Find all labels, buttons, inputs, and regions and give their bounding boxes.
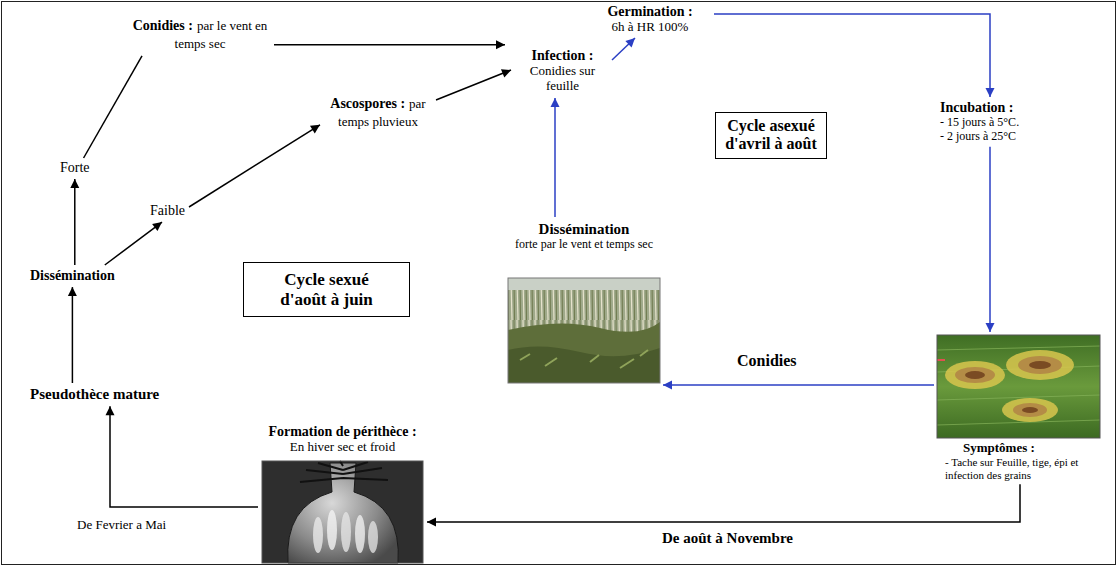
arrow-head bbox=[496, 40, 505, 49]
cycle-connector bbox=[714, 14, 995, 97]
cycle-connector bbox=[551, 98, 560, 217]
connector-line bbox=[274, 44, 505, 46]
stage-caption: Formation de périthèce :En hiver sec et … bbox=[242, 424, 443, 455]
cycle-connector bbox=[106, 406, 259, 507]
node-text: - 15 jours à 5°C. bbox=[940, 116, 1070, 130]
connector-line bbox=[612, 38, 635, 60]
cycle-connector bbox=[70, 179, 79, 265]
node-text: Forte bbox=[60, 160, 90, 176]
node-text: Conidies sur feuille bbox=[515, 64, 610, 94]
connector-line bbox=[427, 484, 1020, 522]
cycle-box: Cycle sexué d'août à juin bbox=[243, 262, 410, 317]
cycle-connector bbox=[68, 287, 77, 383]
edge-label: Conidies bbox=[735, 352, 799, 370]
arrow-head bbox=[68, 287, 77, 296]
node-text: Faible bbox=[150, 203, 185, 219]
node-heading: Symptômes : bbox=[945, 441, 1097, 456]
stage-caption: Disséminationforte par le vent et temps … bbox=[488, 221, 680, 252]
node-heading: Dissémination bbox=[30, 268, 115, 284]
connector-line bbox=[72, 287, 74, 383]
arrow-head bbox=[625, 38, 635, 47]
connector-line bbox=[663, 384, 934, 386]
node-text: forte par le vent et temps sec bbox=[488, 238, 680, 252]
stage-caption: Symptômes :- Tache sur Feuille, tige, ép… bbox=[945, 441, 1097, 481]
connector-line bbox=[714, 14, 990, 97]
edge-label: De Fevrier a Mai bbox=[75, 518, 168, 533]
field-photo bbox=[508, 278, 660, 383]
cycle-connector bbox=[986, 147, 995, 332]
arrow-head bbox=[427, 518, 436, 527]
node-heading: Infection : bbox=[515, 48, 610, 64]
cycle-connector bbox=[612, 38, 635, 60]
stage-label: Germination :6h à HR 100% bbox=[590, 4, 710, 35]
stage-label: Infection :Conidies sur feuille bbox=[515, 48, 610, 94]
dispersal-note: Ascospores :par temps pluvieux bbox=[322, 94, 434, 131]
connector-line bbox=[189, 125, 320, 207]
connector-line bbox=[989, 147, 991, 332]
intensity-label: Forte bbox=[60, 160, 90, 176]
arrow-head bbox=[152, 222, 162, 231]
cycle-connector bbox=[274, 40, 505, 49]
photo-stage: Disséminationforte par le vent et temps … bbox=[508, 278, 660, 383]
node-heading: Dissémination bbox=[488, 221, 680, 238]
perithecium-photo bbox=[262, 461, 423, 563]
node-heading: Ascospores : bbox=[330, 96, 405, 111]
arrow-head bbox=[551, 98, 560, 107]
cycle-connector bbox=[84, 56, 142, 158]
node-heading: Cycle asexué d'avril à août bbox=[720, 117, 822, 154]
arrow-head bbox=[501, 69, 511, 77]
leaf-lesion-photo bbox=[937, 335, 1100, 438]
node-text: - Tache sur Feuille, tige, épi et infect… bbox=[945, 456, 1097, 481]
cycle-connector bbox=[427, 484, 1020, 526]
cycle-connector bbox=[436, 69, 511, 100]
arrow-head bbox=[663, 381, 672, 390]
connector-line bbox=[74, 179, 76, 265]
connector-line bbox=[436, 70, 511, 100]
arrow-head bbox=[986, 88, 995, 97]
connector-line bbox=[105, 222, 162, 265]
node-heading: Incubation : bbox=[940, 100, 1070, 116]
node-text: 6h à HR 100% bbox=[590, 20, 710, 35]
arrow-head bbox=[310, 125, 320, 134]
stage-label: Pseudothèce mature bbox=[30, 386, 159, 403]
connector-line bbox=[554, 98, 556, 217]
intensity-label: Faible bbox=[150, 203, 185, 219]
connector-line bbox=[110, 406, 258, 507]
node-text: - 2 jours à 25°C bbox=[940, 130, 1070, 144]
node-text: En hiver sec et froid bbox=[242, 440, 443, 455]
cycle-box: Cycle asexué d'avril à août bbox=[715, 112, 827, 159]
dispersal-note: Conidies :par le vent en temps sec bbox=[130, 16, 270, 53]
cycle-connector bbox=[663, 381, 934, 390]
stage-label: Dissémination bbox=[30, 268, 115, 284]
node-heading: Conidies : bbox=[133, 18, 193, 33]
arrow-head bbox=[986, 323, 995, 332]
node-heading: Pseudothèce mature bbox=[30, 386, 159, 403]
stage-label: Incubation :- 15 jours à 5°C.- 2 jours à… bbox=[940, 100, 1070, 144]
node-heading: Cycle sexué d'août à juin bbox=[264, 270, 389, 309]
edge-label: De août à Novembre bbox=[660, 530, 795, 547]
photo-stage: Formation de périthèce :En hiver sec et … bbox=[262, 461, 423, 563]
node-heading: Formation de périthèce : bbox=[242, 424, 443, 440]
cycle-connector bbox=[105, 222, 162, 265]
cycle-connector bbox=[189, 125, 320, 207]
arrow-head bbox=[70, 179, 79, 188]
arrow-head bbox=[106, 406, 115, 415]
connector-line bbox=[84, 56, 142, 158]
photo-stage: Symptômes :- Tache sur Feuille, tige, ép… bbox=[937, 335, 1100, 438]
node-heading: Germination : bbox=[590, 4, 710, 20]
